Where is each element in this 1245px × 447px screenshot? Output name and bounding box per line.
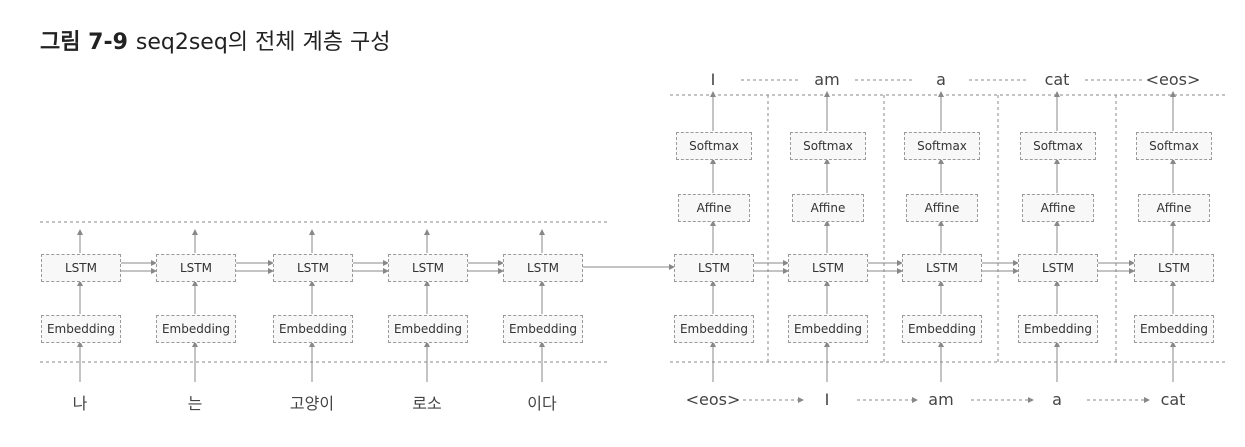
decoder-output-word-3: cat	[1044, 70, 1070, 89]
decoder-lstm-box-3: LSTM	[1018, 254, 1098, 282]
decoder-output-word-2: a	[936, 70, 946, 89]
decoder-affine-box-0: Affine	[678, 194, 750, 222]
decoder-embedding-box-0: Embedding	[674, 315, 754, 343]
encoder-input-word-0: 나	[72, 394, 88, 413]
decoder-input-word-3: a	[1052, 390, 1062, 409]
decoder-lstm-box-4: LSTM	[1134, 254, 1214, 282]
decoder-embedding-box-1: Embedding	[788, 315, 868, 343]
decoder-embedding-box-2: Embedding	[902, 315, 982, 343]
encoder-embedding-box-3: Embedding	[388, 315, 468, 343]
encoder-lstm-box-4: LSTM	[503, 254, 583, 282]
decoder-output-word-4: <eos>	[1145, 70, 1201, 89]
decoder-input-word-0: <eos>	[685, 390, 741, 409]
decoder-lstm-box-1: LSTM	[788, 254, 868, 282]
decoder-lstm-box-2: LSTM	[902, 254, 982, 282]
encoder-lstm-box-0: LSTM	[41, 254, 121, 282]
decoder-softmax-box-2: Softmax	[904, 132, 980, 160]
decoder-embedding-box-3: Embedding	[1018, 315, 1098, 343]
decoder-affine-box-4: Affine	[1138, 194, 1210, 222]
decoder-embedding-box-4: Embedding	[1134, 315, 1214, 343]
encoder-embedding-box-2: Embedding	[273, 315, 353, 343]
decoder-output-word-1: am	[814, 70, 840, 89]
encoder-embedding-box-0: Embedding	[41, 315, 121, 343]
encoder-embedding-box-4: Embedding	[503, 315, 583, 343]
encoder-input-word-2: 고양이	[289, 394, 335, 413]
encoder-lstm-box-2: LSTM	[273, 254, 353, 282]
encoder-input-word-3: 로소	[412, 394, 442, 413]
decoder-affine-box-3: Affine	[1022, 194, 1094, 222]
encoder-embedding-box-1: Embedding	[156, 315, 236, 343]
figure-caption: seq2seq의 전체 계층 구성	[135, 30, 391, 55]
figure-title: 그림 7-9 seq2seq의 전체 계층 구성	[40, 24, 390, 56]
decoder-softmax-box-3: Softmax	[1020, 132, 1096, 160]
decoder-input-word-2: am	[928, 390, 954, 409]
decoder-input-word-4: cat	[1160, 390, 1186, 409]
encoder-input-word-1: 는	[187, 394, 203, 413]
decoder-affine-box-2: Affine	[906, 194, 978, 222]
encoder-lstm-box-3: LSTM	[388, 254, 468, 282]
decoder-softmax-box-1: Softmax	[790, 132, 866, 160]
decoder-lstm-box-0: LSTM	[674, 254, 754, 282]
decoder-output-word-0: I	[710, 70, 716, 89]
decoder-affine-box-1: Affine	[792, 194, 864, 222]
decoder-softmax-box-0: Softmax	[676, 132, 752, 160]
decoder-input-word-1: I	[824, 390, 830, 409]
encoder-input-word-4: 이다	[527, 394, 557, 413]
decoder-softmax-box-4: Softmax	[1136, 132, 1212, 160]
figure-number: 그림 7-9	[40, 30, 128, 55]
encoder-lstm-box-1: LSTM	[156, 254, 236, 282]
